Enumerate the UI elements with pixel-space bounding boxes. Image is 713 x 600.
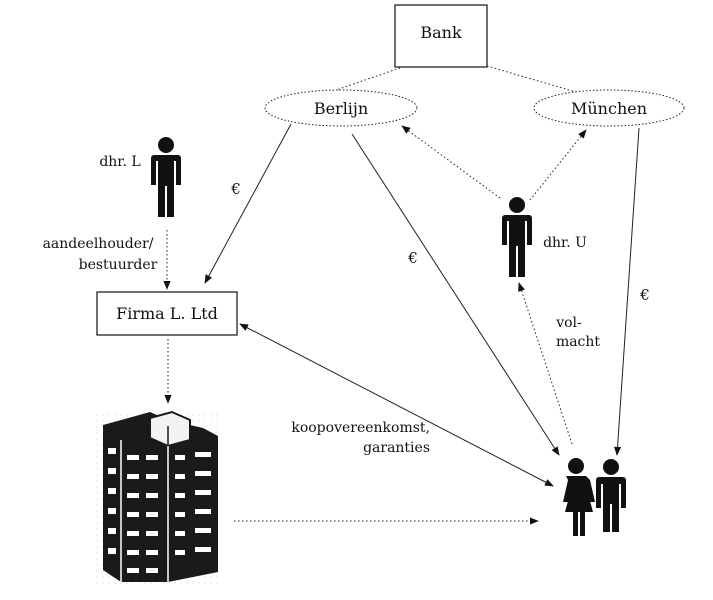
shareholder-label-2: bestuurder — [79, 257, 158, 273]
proxy-label-2: macht — [556, 334, 600, 350]
shareholder-label-1: aandeelhouder/ — [43, 236, 154, 252]
euro-label-1: € — [230, 180, 241, 198]
munich-label: München — [571, 99, 647, 118]
euro-label-3: € — [639, 286, 650, 304]
u-berlin-arrow — [401, 125, 501, 199]
couple-icon — [563, 458, 626, 536]
bank-label: Bank — [420, 23, 462, 42]
purchase-label-1: koopovereenkomst, — [291, 420, 430, 436]
bank-munich-link — [486, 65, 577, 93]
firm-box — [96, 291, 238, 336]
berlin-firm-arrow — [204, 123, 292, 284]
munich-buyers-arrow — [613, 127, 640, 456]
person-u-icon — [502, 197, 532, 277]
munich-branch — [533, 89, 685, 127]
proxy-arrow — [518, 282, 573, 445]
purchase-arrow — [239, 323, 554, 487]
person-u-label: dhr. U — [543, 235, 587, 251]
firm-label: Firma L. Ltd — [116, 304, 218, 323]
purchase-label-2: garanties — [363, 440, 430, 456]
person-l-icon — [151, 137, 181, 217]
apartment-building-icon — [96, 410, 222, 588]
u-munich-arrow — [529, 129, 587, 201]
euro-label-2: € — [407, 249, 418, 267]
berlin-branch — [264, 89, 418, 127]
proxy-label-1: vol- — [555, 315, 582, 331]
berlin-label: Berlijn — [314, 99, 368, 118]
bank-berlin-link — [335, 67, 401, 91]
bank-box — [394, 4, 488, 68]
person-l-label: dhr. L — [99, 154, 140, 170]
berlin-buyers-arrow — [351, 133, 560, 456]
